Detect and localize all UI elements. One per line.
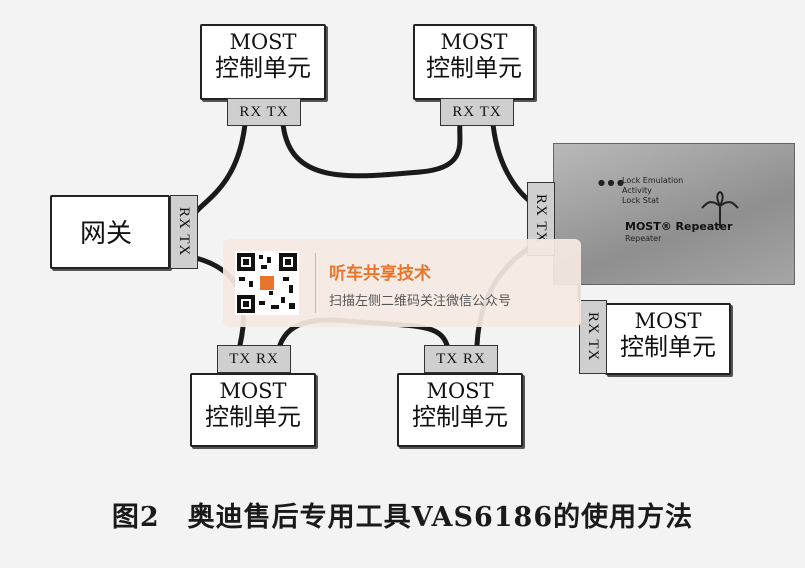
- repeater-name: MOST® Repeater: [625, 220, 733, 233]
- unit-title: MOST: [219, 379, 287, 403]
- unit-subtitle: 控制单元: [620, 333, 716, 361]
- unit-subtitle: 控制单元: [412, 403, 508, 431]
- figure-caption: 图2 奥迪售后专用工具VAS6186的使用方法: [111, 502, 694, 533]
- gateway-label: 网关: [80, 219, 133, 249]
- port-label: TX RX: [217, 345, 291, 373]
- most-unit-top-right: MOST 控制单元: [413, 24, 535, 100]
- cable-top: [280, 121, 463, 179]
- divider: [315, 253, 316, 313]
- repeater-subtitle: Repeater: [625, 234, 662, 243]
- watermark-title: 听车共享技术: [329, 264, 431, 284]
- most-unit-bottom-left: MOST 控制单元: [190, 373, 316, 447]
- watermark-subtitle: 扫描左侧二维码关注微信公众号: [329, 294, 512, 309]
- cable-top-left-gateway: [193, 121, 248, 215]
- watermark-banner[interactable]: 听车共享技术 扫描左侧二维码关注微信公众号: [223, 239, 581, 327]
- unit-title: MOST: [229, 30, 297, 54]
- port-label: RX TX: [170, 195, 198, 269]
- qr-code-icon: [235, 251, 299, 315]
- port-label: RX TX: [579, 300, 607, 374]
- most-unit-top-left: MOST 控制单元: [200, 24, 326, 100]
- most-unit-right: MOST 控制单元: [605, 303, 731, 375]
- most-repeater-device: [553, 143, 795, 285]
- most-unit-bottom-mid: MOST 控制单元: [397, 373, 523, 447]
- led-indicators: ● ● ●: [598, 178, 625, 187]
- unit-title: MOST: [426, 379, 494, 403]
- port-label: TX RX: [424, 345, 498, 373]
- led-label-1: Lock Emulation: [622, 176, 684, 185]
- gateway-unit: [50, 195, 170, 269]
- unit-subtitle: 控制单元: [426, 54, 522, 82]
- unit-title: MOST: [440, 30, 508, 54]
- led-label-2: Activity: [622, 186, 652, 195]
- unit-subtitle: 控制单元: [215, 54, 311, 82]
- unit-title: MOST: [634, 309, 702, 333]
- port-label: RX TX: [227, 98, 301, 126]
- palm-logo-icon: [701, 191, 739, 228]
- led-label-3: Lock Stat: [622, 196, 660, 205]
- port-label: RX TX: [440, 98, 514, 126]
- unit-subtitle: 控制单元: [205, 403, 301, 431]
